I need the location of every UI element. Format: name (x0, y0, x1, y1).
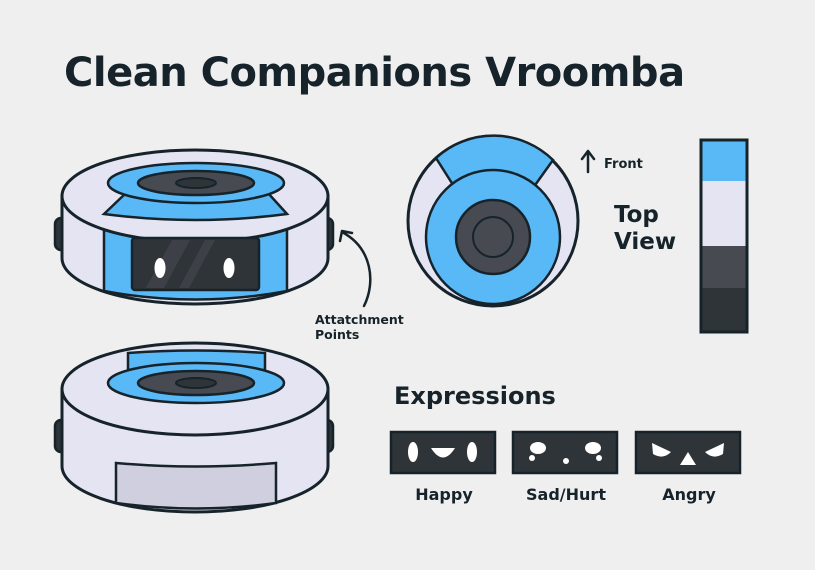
attachment-points-label: Attatchment Points (315, 312, 404, 342)
color-palette (699, 138, 749, 334)
top-button (175, 377, 217, 389)
attachment-arrow (340, 230, 372, 308)
vroomba-top-view (406, 134, 580, 308)
top-button (175, 177, 217, 189)
eye-right (705, 443, 724, 457)
mouth-angry (680, 452, 696, 465)
eye-left (154, 258, 166, 278)
top-view-label-line2: View (614, 229, 677, 255)
expression-label-sad: Sad/Hurt (526, 485, 606, 504)
top-view-label: Top View (614, 202, 676, 256)
swatch-body (701, 181, 747, 246)
top-view-label-line1: Top (614, 202, 659, 228)
attachment-label-line1: Attatchment (315, 312, 404, 327)
expression-label-happy: Happy (415, 485, 473, 504)
swatch-gray (701, 246, 747, 288)
eye-right (467, 442, 477, 462)
front-label: Front (604, 157, 643, 172)
attachment-label-line2: Points (315, 327, 360, 342)
palette-border (699, 138, 749, 334)
expression-sad (511, 430, 619, 475)
vroomba-back-view (53, 341, 335, 514)
eye-left (652, 443, 671, 457)
eye-left (530, 442, 546, 454)
page-title: Clean Companions Vroomba (64, 50, 685, 96)
eye-right (585, 442, 601, 454)
expressions-heading: Expressions (394, 382, 556, 410)
expression-happy (389, 430, 497, 475)
attachment-arrowhead (338, 229, 354, 243)
tear-left (529, 455, 535, 461)
mouth-small (563, 458, 569, 464)
front-arrowhead (580, 149, 596, 161)
vroomba-front-view (53, 148, 335, 306)
top-view-button (472, 216, 514, 258)
swatch-charcoal (701, 288, 747, 332)
expression-label-angry: Angry (662, 485, 716, 504)
tear-right (596, 455, 602, 461)
eye-right (223, 258, 235, 278)
eye-left (408, 442, 418, 462)
swatch-blue (701, 140, 747, 181)
expression-screen (511, 430, 619, 475)
mouth-smile (431, 448, 455, 458)
expression-angry (634, 430, 742, 475)
dustbin-door (114, 461, 278, 510)
